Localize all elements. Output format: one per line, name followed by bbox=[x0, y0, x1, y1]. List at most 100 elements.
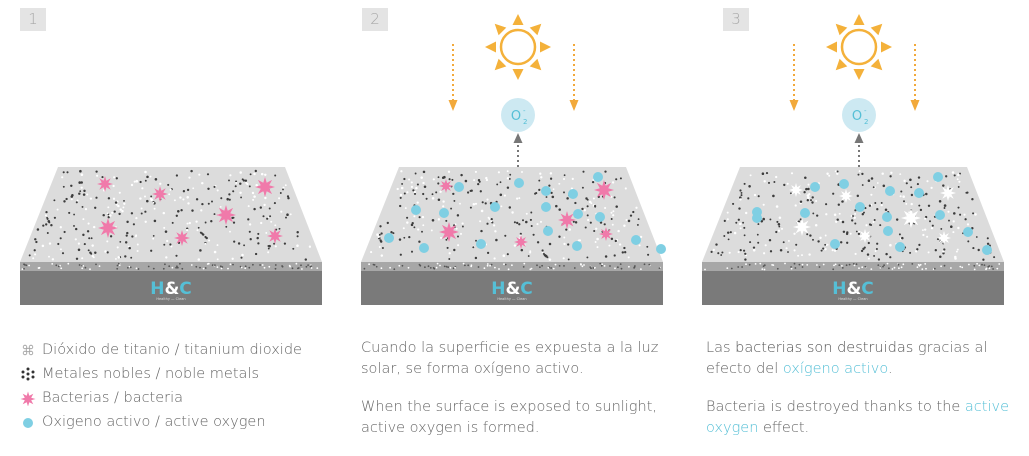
titanium-dioxide-dot bbox=[112, 184, 115, 188]
edge-dot bbox=[794, 267, 797, 269]
titanium-dioxide-dot bbox=[188, 221, 191, 225]
titanium-dioxide-dot bbox=[87, 222, 90, 225]
titanium-dioxide-dot bbox=[502, 254, 506, 257]
noble-metal-dot bbox=[50, 223, 53, 227]
titanium-dioxide-dot bbox=[793, 232, 796, 235]
titanium-dioxide-dot bbox=[135, 216, 138, 220]
titanium-dioxide-dot bbox=[198, 173, 201, 176]
active-oxygen-mark bbox=[384, 233, 394, 243]
noble-metal-dot bbox=[63, 200, 66, 203]
tile-surface bbox=[361, 167, 663, 262]
titanium-dioxide-dot bbox=[775, 175, 778, 179]
noble-metal-dot bbox=[555, 204, 558, 208]
titanium-dioxide-dot bbox=[402, 227, 405, 230]
titanium-dioxide-dot bbox=[186, 222, 189, 225]
titanium-dioxide-dot bbox=[752, 248, 756, 252]
noble-metal-dot bbox=[448, 258, 451, 260]
edge-dot bbox=[798, 263, 801, 266]
titanium-dioxide-dot bbox=[815, 199, 818, 203]
noble-metal-dot bbox=[226, 197, 229, 201]
titanium-dioxide-dot bbox=[753, 193, 757, 197]
noble-metal-dot bbox=[379, 239, 382, 242]
titanium-dioxide-dot bbox=[117, 204, 120, 208]
titanium-dioxide-dot bbox=[838, 212, 841, 215]
edge-dot bbox=[879, 267, 882, 269]
active-oxygen-mark bbox=[839, 179, 849, 189]
titanium-dioxide-dot bbox=[413, 215, 416, 218]
noble-metal-dot bbox=[106, 251, 109, 254]
noble-metal-dot bbox=[167, 183, 170, 186]
titanium-dioxide-dot bbox=[51, 258, 55, 261]
noble-metal-dot bbox=[610, 237, 614, 241]
titanium-dioxide-dot bbox=[826, 243, 829, 246]
noble-metal-dot bbox=[296, 235, 299, 238]
edge-dot bbox=[82, 265, 85, 267]
noble-metal-dot bbox=[411, 221, 414, 225]
noble-metal-dot bbox=[83, 189, 86, 193]
titanium-dioxide-dot bbox=[114, 257, 117, 260]
noble-metal-dot bbox=[286, 195, 290, 198]
noble-metal-dot bbox=[972, 247, 975, 250]
titanium-dioxide-dot bbox=[135, 234, 138, 237]
titanium-dioxide-dot bbox=[487, 216, 490, 219]
titanium-dioxide-dot bbox=[422, 224, 425, 227]
noble-metal-dot bbox=[846, 241, 849, 244]
noble-metal-dot bbox=[903, 200, 905, 203]
noble-metal-dot bbox=[536, 241, 540, 244]
edge-dot bbox=[911, 263, 914, 265]
noble-metal-dot bbox=[254, 169, 257, 173]
titanium-dioxide-dot bbox=[208, 239, 211, 242]
edge-dot bbox=[490, 263, 493, 266]
noble-metal-dot bbox=[199, 249, 202, 252]
edge-dot bbox=[822, 263, 825, 266]
noble-metal-dot bbox=[566, 197, 569, 200]
noble-metal-dot bbox=[399, 196, 402, 199]
edge-dot bbox=[95, 263, 97, 266]
noble-metal-dot bbox=[75, 257, 79, 261]
caption-spanish: Cuando la superficie es expuesta a la lu… bbox=[361, 340, 659, 377]
noble-metal-dot bbox=[825, 203, 828, 206]
noble-metal-dot bbox=[603, 223, 606, 226]
noble-metal-dot bbox=[486, 251, 490, 255]
noble-metal-dot bbox=[761, 172, 765, 175]
edge-dot bbox=[888, 267, 890, 270]
noble-metal-dot bbox=[948, 219, 950, 222]
edge-dot bbox=[401, 264, 404, 267]
noble-metal-dot bbox=[259, 206, 262, 209]
noble-metal-dot bbox=[874, 202, 877, 204]
bacteria-mark bbox=[216, 205, 236, 225]
active-oxygen-mark bbox=[543, 226, 553, 236]
noble-metal-dot bbox=[47, 220, 51, 223]
titanium-dioxide-dot bbox=[486, 198, 489, 201]
noble-metal-dot bbox=[416, 183, 419, 186]
titanium-dioxide-dot bbox=[169, 188, 172, 191]
noble-metal-dot bbox=[529, 218, 532, 221]
noble-metal-dot bbox=[739, 249, 742, 252]
edge-dot bbox=[219, 265, 222, 268]
titanium-dioxide-dot bbox=[539, 220, 543, 223]
noble-metal-dot bbox=[232, 221, 236, 224]
active-oxygen-mark bbox=[514, 178, 524, 188]
titanium-dioxide-dot bbox=[417, 228, 420, 231]
noble-metal-dot bbox=[71, 193, 74, 197]
titanium-dioxide-dot bbox=[588, 200, 592, 204]
titanium-dioxide-dot bbox=[80, 186, 83, 189]
noble-metal-dot bbox=[150, 249, 153, 252]
titanium-dioxide-dot bbox=[104, 250, 107, 253]
edge-dot bbox=[981, 263, 983, 266]
bacteria-mark bbox=[97, 176, 113, 192]
titanium-dioxide-dot bbox=[899, 195, 902, 198]
noble-metal-dot bbox=[586, 256, 589, 259]
noble-metal-dot bbox=[861, 213, 864, 216]
titanium-dioxide-dot bbox=[149, 197, 153, 200]
titanium-dioxide-dot bbox=[927, 251, 930, 254]
edge-dot bbox=[648, 263, 651, 266]
noble-metal-dot bbox=[723, 219, 726, 222]
titanium-dioxide-dot bbox=[493, 257, 496, 260]
titanium-dioxide-dot bbox=[439, 236, 443, 239]
titanium-dioxide-dot bbox=[479, 220, 482, 223]
legend-item-bacteria: Bacterias / bacteria bbox=[20, 386, 302, 410]
noble-metal-dot bbox=[132, 223, 135, 226]
titanium-dioxide-dot bbox=[612, 214, 615, 217]
noble-metal-dot bbox=[451, 178, 454, 181]
